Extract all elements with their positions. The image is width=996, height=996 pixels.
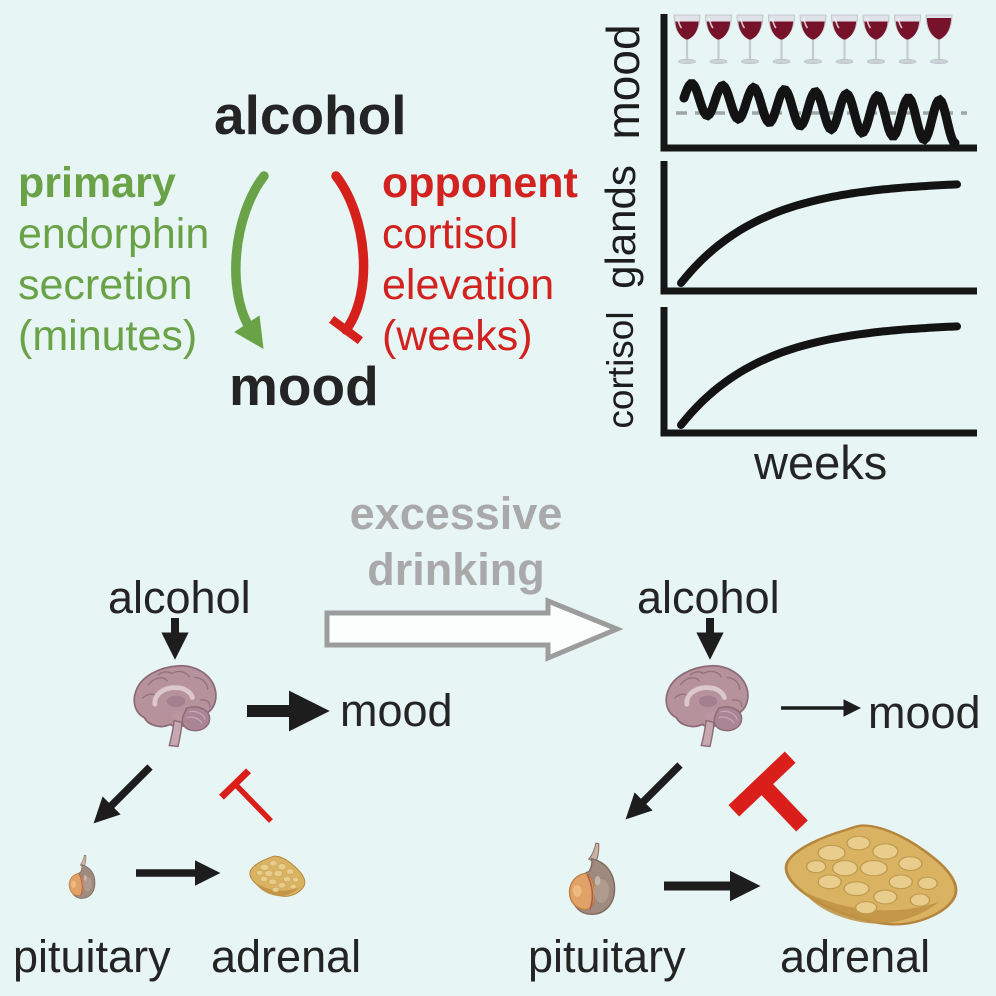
- minutes-line: (minutes): [18, 312, 198, 360]
- opponent-line: opponent: [382, 159, 578, 207]
- moderate-drinking-diagram: [68, 618, 330, 899]
- primary-pathway-text: primary endorphin secretion (minutes): [18, 158, 209, 362]
- opponent-pathway-inhibitor: [328, 171, 369, 345]
- excessive-drinking-arrow: [324, 597, 624, 662]
- adrenal-icon-large: [784, 824, 958, 926]
- endorphin-line: endorphin: [18, 210, 210, 258]
- adrenal-inhibits-brain-tbar-big: [728, 751, 808, 832]
- cortisol-y-axis-label: cortisol: [600, 311, 641, 429]
- cortisol-rise-curve: [677, 322, 961, 429]
- opponent-pathway-text: opponent cortisol elevation (weeks): [382, 158, 578, 362]
- cortisol-chart-axes: [660, 307, 977, 437]
- secretion-line: secretion: [18, 261, 193, 309]
- glands-growth-curve: [677, 180, 961, 287]
- pituitary-label-left-diagram: pituitary: [13, 931, 171, 982]
- glands-chart: [660, 161, 977, 295]
- brain-icon: [666, 666, 748, 747]
- mood-oscillation-curve: [679, 79, 960, 148]
- wine-glass-icon: [704, 14, 733, 65]
- wine-glass-icon: [736, 14, 764, 65]
- wine-glass-icon: [925, 14, 953, 65]
- pituitary-icon-small: [68, 854, 96, 899]
- glands-y-axis-label: glands: [597, 165, 644, 289]
- adrenal-label-right-diagram: adrenal: [780, 931, 931, 982]
- primary-pathway-arrow: [231, 171, 269, 350]
- adrenal-icon-small: [249, 855, 306, 897]
- cortisol-chart: [660, 307, 977, 437]
- mood-chart-axes: [660, 14, 977, 152]
- wine-glass-icon: [799, 14, 827, 65]
- wine-glass-icon: [767, 14, 796, 65]
- wine-glass-icon: [830, 14, 859, 65]
- adrenal-inhibits-brain-tbar-small: [218, 768, 273, 823]
- glands-chart-axes: [660, 161, 977, 295]
- alcohol-label-left-diagram: alcohol: [108, 572, 251, 623]
- adrenal-label-left-diagram: adrenal: [211, 931, 362, 982]
- mood-label-right-diagram: mood: [868, 687, 981, 738]
- brain-to-pituitary-arrow: [93, 764, 153, 824]
- wine-glass-row: [673, 14, 953, 65]
- wine-glass-icon: [893, 14, 922, 65]
- brain-to-pituitary-arrow: [625, 762, 683, 820]
- pituitary-icon-large: [568, 842, 616, 916]
- cortisol-line: cortisol: [382, 210, 519, 258]
- weeks-x-axis-label: weeks: [754, 436, 888, 489]
- mood-label-left-diagram: mood: [340, 685, 453, 736]
- wine-glass-icon: [673, 14, 701, 65]
- mood-chart: [660, 14, 977, 152]
- alcohol-label-top: alcohol: [214, 84, 407, 146]
- wine-glass-icon: [862, 14, 890, 65]
- weeks-line: (weeks): [382, 312, 533, 360]
- mood-label-top: mood: [229, 355, 379, 417]
- excessive-drinking-diagram: [568, 618, 958, 926]
- excessive-drinking-label: excessive drinking: [345, 486, 567, 598]
- elevation-line: elevation: [382, 261, 555, 309]
- drinking-line: drinking: [367, 544, 545, 595]
- primary-line: primary: [18, 159, 176, 207]
- excessive-line: excessive: [349, 488, 563, 539]
- alcohol-label-right-diagram: alcohol: [637, 572, 780, 623]
- brain-icon: [134, 666, 216, 747]
- pituitary-label-right-diagram: pituitary: [528, 931, 686, 982]
- mood-y-axis-label: mood: [597, 24, 649, 140]
